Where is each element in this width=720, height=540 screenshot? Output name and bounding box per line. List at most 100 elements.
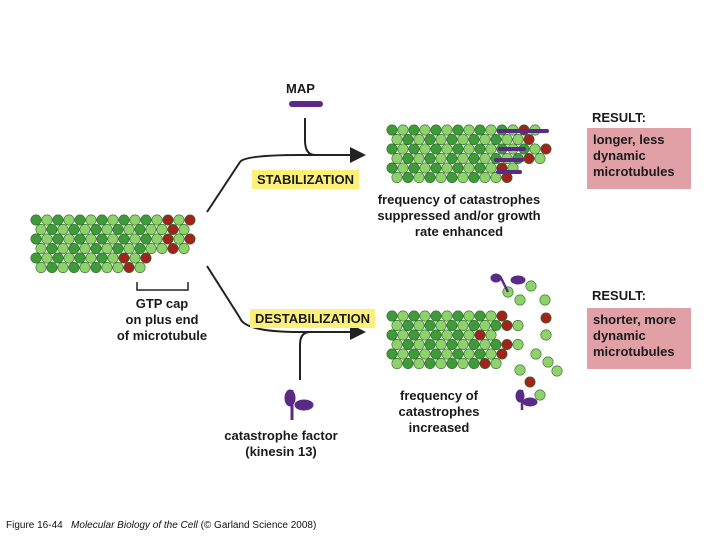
- gtp-cap-line-1: GTP cap: [135, 296, 189, 311]
- stab-effect-line-2: suppressed and/or growth: [377, 208, 541, 223]
- tubulin-subunit: [463, 162, 475, 174]
- tubulin-subunit: [79, 224, 91, 236]
- tubulin-subunit: [479, 172, 491, 184]
- tubulin-subunit: [57, 243, 69, 255]
- tubulin-subunit: [430, 348, 442, 360]
- tubulin-subunit: [156, 243, 168, 255]
- tubulin-subunit: [41, 252, 53, 264]
- tubulin-subunit: [501, 319, 513, 331]
- tubulin-subunit: [446, 172, 458, 184]
- tubulin-subunit: [101, 261, 113, 273]
- tubulin-subunit: [523, 153, 535, 165]
- tubulin-subunit: [391, 153, 403, 165]
- tubulin-subunit: [41, 233, 53, 245]
- tubulin-subunit: [391, 134, 403, 146]
- tubulin-subunit: [68, 224, 80, 236]
- tubulin-subunit: [101, 243, 113, 255]
- tubulin-subunit: [402, 172, 414, 184]
- microtubule-destabilized: [386, 280, 563, 401]
- stabilization-arrow: [239, 147, 366, 163]
- tubulin-subunit: [402, 338, 414, 350]
- tubulin-subunit: [74, 252, 86, 264]
- tubulin-subunit: [57, 224, 69, 236]
- tubulin-subunit: [430, 310, 442, 322]
- tubulin-subunit: [424, 319, 436, 331]
- tubulin-subunit: [512, 338, 524, 350]
- branch-line-lower: [206, 265, 241, 319]
- tubulin-subunit: [397, 348, 409, 360]
- tubulin-subunit: [167, 243, 179, 255]
- tubulin-subunit: [134, 224, 146, 236]
- map-bound-protein: [494, 158, 524, 162]
- tubulin-subunit: [85, 214, 97, 226]
- tubulin-subunit: [173, 233, 185, 245]
- tubulin-subunit: [162, 233, 174, 245]
- tubulin-subunit: [452, 143, 464, 155]
- tubulin-subunit: [424, 338, 436, 350]
- tubulin-subunit: [402, 134, 414, 146]
- destabilization-effect-label: frequency of catastrophes increased: [384, 388, 494, 436]
- peeling-subunit: [540, 312, 552, 324]
- tubulin-subunit: [397, 143, 409, 155]
- tubulin-subunit: [474, 348, 486, 360]
- tubulin-subunit: [479, 338, 491, 350]
- tubulin-subunit: [485, 143, 497, 155]
- tubulin-subunit: [52, 233, 64, 245]
- result-top-heading: RESULT:: [592, 110, 646, 125]
- peeling-subunit: [530, 348, 542, 360]
- map-bound-protein: [498, 147, 526, 151]
- tubulin-subunit: [435, 153, 447, 165]
- tubulin-subunit: [63, 214, 75, 226]
- map-arrow: [304, 118, 316, 156]
- tubulin-subunit: [468, 357, 480, 369]
- tubulin-subunit: [474, 329, 486, 341]
- tubulin-subunit: [386, 162, 398, 174]
- tubulin-subunit: [419, 329, 431, 341]
- tubulin-subunit: [474, 162, 486, 174]
- tubulin-subunit: [413, 172, 425, 184]
- tubulin-subunit: [441, 124, 453, 136]
- tubulin-subunit: [468, 338, 480, 350]
- tubulin-subunit: [386, 310, 398, 322]
- caption-figure-number: Figure 16-44: [6, 520, 63, 531]
- kinesin-13-icon: [284, 389, 314, 420]
- tubulin-subunit: [85, 252, 97, 264]
- tubulin-subunit: [123, 261, 135, 273]
- tubulin-subunit: [419, 162, 431, 174]
- tubulin-subunit: [397, 310, 409, 322]
- tubulin-subunit: [452, 162, 464, 174]
- tubulin-subunit: [140, 214, 152, 226]
- tubulin-subunit: [424, 357, 436, 369]
- caption-book-title: Molecular Biology of the Cell: [71, 520, 198, 531]
- result-top-line-1: longer, less: [593, 132, 665, 147]
- tubulin-subunit: [540, 143, 552, 155]
- tubulin-subunit: [30, 214, 42, 226]
- tubulin-subunit: [490, 338, 502, 350]
- tubulin-subunit: [46, 243, 58, 255]
- tubulin-subunit: [52, 214, 64, 226]
- tubulin-subunit: [468, 172, 480, 184]
- stab-effect-line-3: rate enhanced: [414, 224, 504, 239]
- tubulin-subunit: [485, 310, 497, 322]
- destabilization-arrow: [239, 317, 366, 340]
- tubulin-subunit: [419, 143, 431, 155]
- tubulin-subunit: [41, 214, 53, 226]
- tubulin-subunit: [408, 124, 420, 136]
- catastrophe-factor-label: catastrophe factor (kinesin 13): [206, 428, 356, 460]
- result-bottom-heading: RESULT:: [592, 288, 646, 303]
- tubulin-subunit: [485, 162, 497, 174]
- tubulin-subunit: [162, 214, 174, 226]
- tubulin-subunit: [419, 348, 431, 360]
- tubulin-subunit: [386, 329, 398, 341]
- stab-effect-line-1: frequency of catastrophes: [377, 192, 541, 207]
- tubulin-subunit: [178, 243, 190, 255]
- kinesin-bound-bottom-icon: [515, 389, 538, 410]
- map-bound-protein: [496, 170, 522, 174]
- kinesin-arrow: [299, 331, 311, 380]
- tubulin-subunit: [468, 153, 480, 165]
- peeling-subunit: [525, 280, 537, 292]
- tubulin-subunit: [123, 243, 135, 255]
- map-bound-protein: [497, 129, 549, 133]
- tubulin-subunit: [408, 310, 420, 322]
- tubulin-subunit: [446, 134, 458, 146]
